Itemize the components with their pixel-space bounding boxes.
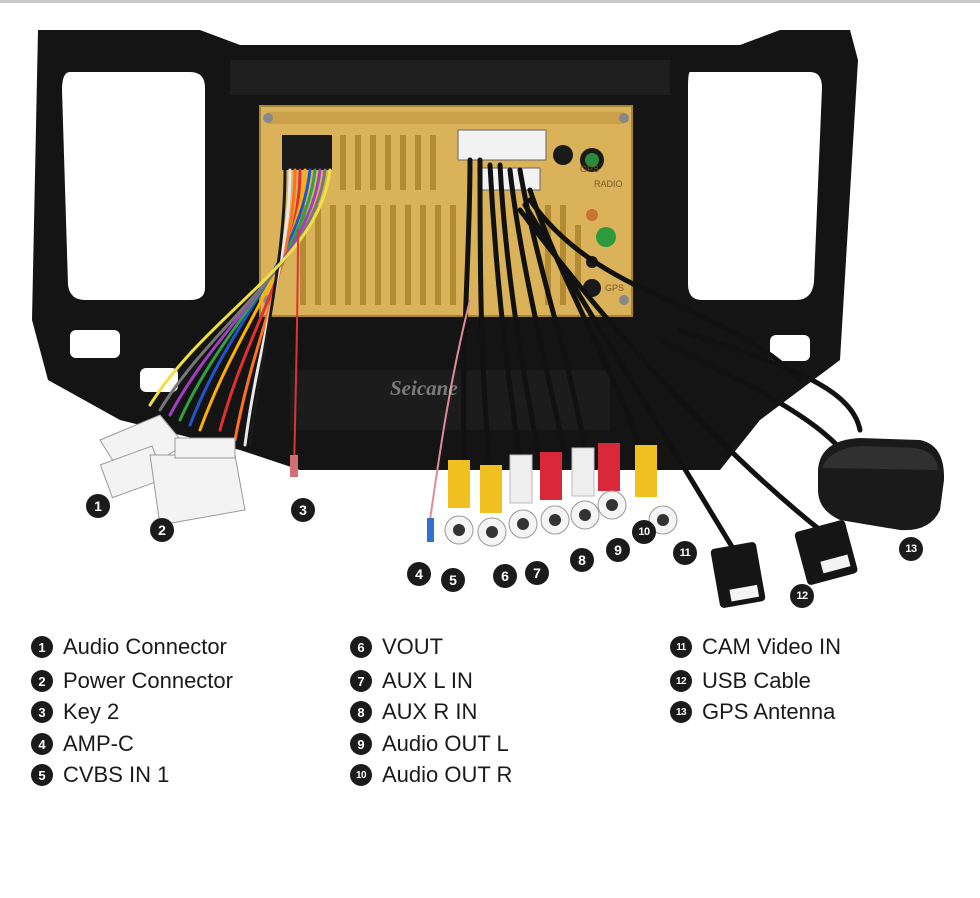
legend-item: 5 CVBS IN 1 (31, 762, 169, 788)
legend-number: 13 (670, 701, 692, 723)
gold-chassis: GPS RADIO GPS (259, 105, 633, 317)
gps-antenna-puck (818, 438, 945, 531)
legend-number: 12 (670, 670, 692, 692)
rca-audio-out-l (570, 447, 600, 530)
top-divider (0, 0, 980, 3)
legend-item: 1 Audio Connector (31, 634, 227, 660)
watermark-text: Seicane (390, 376, 458, 400)
legend-item: 10 Audio OUT R (350, 762, 512, 788)
legend-label: AUX L IN (382, 668, 473, 693)
callout-1: 1 (86, 494, 110, 518)
legend-number: 2 (31, 670, 53, 692)
head-unit-illustration: GPS RADIO GPS (32, 30, 945, 608)
amp-c-wire-end (427, 518, 434, 542)
legend-number: 1 (31, 636, 53, 658)
legend-item: 9 Audio OUT L (350, 731, 509, 757)
legend-number: 8 (350, 701, 372, 723)
usb-plugs (710, 520, 858, 608)
legend-number: 6 (350, 636, 372, 658)
legend-label: CVBS IN 1 (63, 762, 170, 787)
legend-item: 4 AMP-C (31, 731, 134, 757)
legend-number: 3 (31, 701, 53, 723)
legend-number: 9 (350, 733, 372, 755)
callout-11: 11 (673, 541, 697, 565)
legend-number: 11 (670, 636, 692, 658)
rca-vout (477, 465, 507, 547)
legend-item: 12 USB Cable (670, 668, 811, 694)
legend-label: Audio OUT L (382, 731, 509, 756)
legend-label: GPS Antenna (702, 699, 836, 724)
callout-6: 6 (493, 564, 517, 588)
audio-connector-block (99, 414, 186, 499)
power-connector-block (149, 437, 246, 526)
legend-label: Power Connector (63, 668, 233, 693)
callout-5: 5 (441, 568, 465, 592)
wiring-harness (148, 168, 332, 471)
legend-label: AMP-C (63, 731, 134, 756)
callout-9: 9 (606, 538, 630, 562)
legend-item: 7 AUX L IN (350, 668, 473, 694)
rca-cvbs-in1 (444, 460, 474, 545)
legend-label: USB Cable (702, 668, 811, 693)
legend-number: 5 (31, 764, 53, 786)
radio-label: RADIO (594, 179, 623, 189)
legend-item: 11 CAM Video IN (670, 634, 841, 660)
callout-13: 13 (899, 537, 923, 561)
legend-number: 10 (350, 764, 372, 786)
key2-wire-end (290, 455, 298, 477)
rca-plugs (444, 443, 678, 547)
legend-number: 7 (350, 670, 372, 692)
gps-bottom-label: GPS (605, 283, 624, 293)
rca-aux-r-in (540, 452, 570, 535)
legend-item: 2 Power Connector (31, 668, 233, 694)
callout-7: 7 (525, 561, 549, 585)
callout-4: 4 (407, 562, 431, 586)
callout-3: 3 (291, 498, 315, 522)
rca-aux-l-in (508, 454, 538, 539)
legend-item: 8 AUX R IN (350, 699, 477, 725)
callout-10: 10 (632, 520, 656, 544)
legend-item: 13 GPS Antenna (670, 699, 835, 725)
legend-label: AUX R IN (382, 699, 478, 724)
callout-12: 12 (790, 584, 814, 608)
legend-label: Audio Connector (63, 634, 227, 659)
legend-label: VOUT (382, 634, 444, 659)
callout-2: 2 (150, 518, 174, 542)
rca-cam-video-in (635, 445, 678, 535)
gps-top-label: GPS (580, 164, 599, 174)
legend-number: 4 (31, 733, 53, 755)
legend-item: 6 VOUT (350, 634, 443, 660)
callout-8: 8 (570, 548, 594, 572)
legend-label: Key 2 (63, 699, 120, 724)
rca-audio-out-r (597, 443, 627, 520)
legend-item: 3 Key 2 (31, 699, 119, 725)
legend-label: CAM Video IN (702, 634, 841, 659)
legend-label: Audio OUT R (382, 762, 513, 787)
